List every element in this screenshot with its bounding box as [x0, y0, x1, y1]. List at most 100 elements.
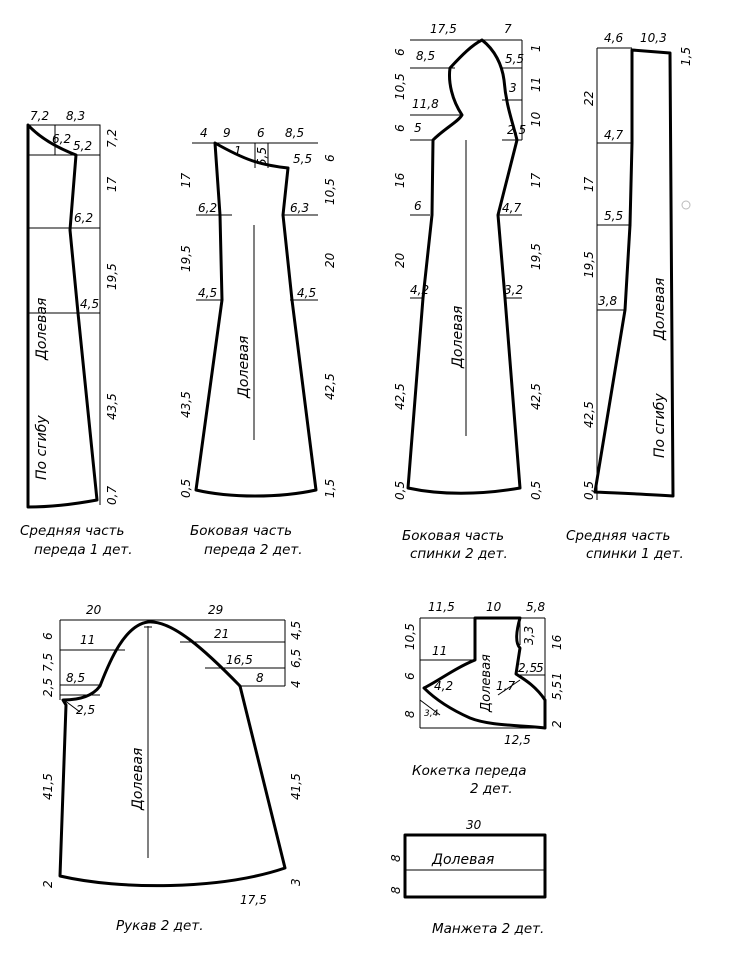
piece-front-yoke: 11,5 10 5,8 10,5 3,3 16 11 2,5 5 6 4,2 1…	[403, 600, 564, 797]
caption-line: Средняя часть	[20, 523, 125, 539]
dim-label: 6,2	[198, 201, 217, 215]
dim-label: 17	[179, 172, 193, 188]
dim-label: 6,5	[289, 649, 303, 668]
caption-line: Боковая часть	[402, 528, 504, 544]
caption-line: спинки 2 дет.	[410, 546, 508, 562]
construction-line	[497, 679, 521, 696]
dim-label: 8	[389, 854, 403, 862]
dim-label: 10	[486, 600, 502, 614]
dim-label: 4	[289, 680, 303, 688]
dim-label: 11	[80, 633, 95, 647]
piece-sleeve: 20 29 6 4,5 11 21 7,5 6,5 16,5 2,5 8,5 8…	[41, 603, 303, 934]
caption-line: переда 2 дет.	[204, 542, 303, 558]
dim-label: 19,5	[529, 243, 543, 270]
dim-label: 2,5	[41, 678, 55, 697]
stray-mark	[681, 200, 691, 210]
dim-label: 8	[389, 886, 403, 894]
dim-label: 1	[529, 44, 543, 52]
dim-label: 0,5	[582, 481, 596, 500]
dim-label: 5,5	[505, 52, 524, 66]
dim-label: 0,7	[105, 486, 119, 505]
construction-line	[63, 699, 81, 713]
piece-outline	[593, 48, 675, 498]
dim-label: 5,5	[604, 209, 623, 223]
dim-label: 20	[393, 252, 407, 268]
dim-label: 11,5	[428, 600, 455, 614]
dim-label: 20	[86, 603, 102, 617]
dim-label: 16	[550, 634, 564, 650]
dim-label: 6	[323, 154, 337, 162]
construction-line	[419, 699, 441, 716]
dim-label: 5,5	[255, 147, 269, 166]
piece-outline	[406, 38, 522, 495]
piece-outline	[58, 620, 287, 888]
dim-label: 16,5	[226, 653, 253, 667]
caption-line: переда 1 дет.	[34, 542, 133, 558]
caption-line: 2 дет.	[470, 781, 513, 797]
piece-cuff: 30 8 8 Долевая Манжета 2 дет.	[389, 818, 547, 937]
dim-label: 41,5	[41, 773, 55, 800]
dim-label: 17,5	[430, 22, 457, 36]
dim-label: 43,5	[105, 393, 119, 420]
dim-label: 6,2	[74, 211, 93, 225]
dim-label: 5,8	[526, 600, 545, 614]
dim-label: 4,2	[410, 283, 429, 297]
dim-label: 7	[504, 22, 512, 36]
dim-label: 7,2	[30, 109, 49, 123]
dim-label: 8,5	[66, 671, 85, 685]
dim-label: 4,2	[434, 679, 453, 693]
caption-line: Средняя часть	[566, 528, 671, 544]
caption: Манжета 2 дет.	[432, 921, 544, 937]
dim-label: 19,5	[179, 245, 193, 272]
dim-label: 10,5	[393, 73, 407, 100]
dim-label: 3,8	[598, 294, 617, 308]
dim-label: 4,5	[198, 286, 217, 300]
caption-line: Кокетка переда	[412, 763, 527, 779]
dim-label: 6,3	[290, 201, 309, 215]
dim-label: 11	[432, 644, 447, 658]
dim-label: 30	[466, 818, 482, 832]
dim-label: 19,5	[105, 263, 119, 290]
dim-label: 5,5	[293, 152, 312, 166]
dim-label: 16	[393, 172, 407, 188]
dim-label: 8,5	[416, 49, 435, 63]
fold-label: По сгибу	[652, 393, 668, 458]
dim-label: 42,5	[323, 373, 337, 400]
dim-label: 3,2	[504, 283, 523, 297]
piece-back-center: 4,6 10,3 1,5 22 4,7 17 5,5 19,5 3,8 42,5…	[566, 31, 693, 562]
dim-label: 2,5	[518, 661, 537, 675]
piece-outline	[26, 123, 99, 509]
dim-label: 19,5	[582, 251, 596, 278]
dim-label: 41,5	[289, 773, 303, 800]
dim-label: 10	[529, 111, 543, 127]
dim-label: 6	[414, 199, 422, 213]
dim-label: 4,6	[604, 31, 623, 45]
dim-label: 6	[393, 48, 407, 56]
dim-label: 4,5	[289, 621, 303, 640]
dim-label: 0,5	[529, 481, 543, 500]
grain-label: Долевая	[236, 336, 252, 399]
dim-label: 0,5	[179, 479, 193, 498]
dim-label: 21	[214, 627, 229, 641]
dim-label: 2,5	[507, 123, 526, 137]
piece-outline	[194, 141, 318, 498]
dim-label: 1,5	[679, 47, 693, 66]
dim-label: 11,8	[412, 97, 439, 111]
dim-label: 1	[550, 672, 564, 680]
dim-label: 2	[550, 720, 564, 728]
dim-label: 22	[582, 91, 596, 106]
construction-frame	[28, 124, 101, 505]
dim-label: 11	[529, 77, 543, 92]
dim-label: 0,5	[393, 481, 407, 500]
dim-label: 4	[200, 126, 208, 140]
dim-label: 8	[403, 710, 417, 718]
dim-label: 4,7	[604, 128, 623, 142]
dim-label: 43,5	[179, 391, 193, 418]
grain-label: Долевая	[431, 852, 494, 868]
grain-label: Долевая	[450, 306, 466, 369]
dim-label: 1,5	[323, 479, 337, 498]
dim-label: 10,5	[403, 623, 417, 650]
dim-label: 17	[529, 172, 543, 188]
dim-label: 6	[403, 672, 417, 680]
dim-label: 6	[393, 124, 407, 132]
